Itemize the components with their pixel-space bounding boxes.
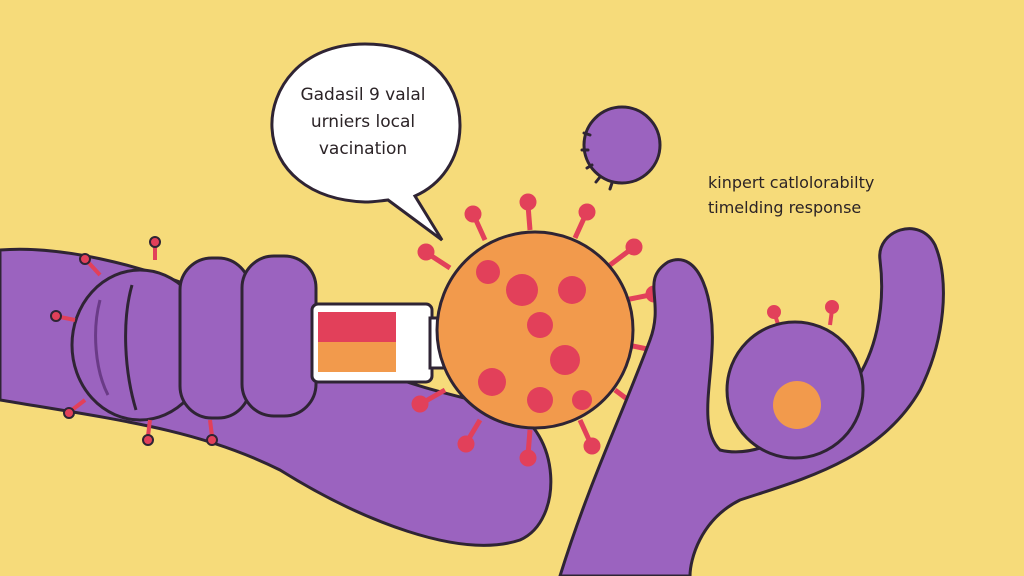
bubble-line-1: Gadasil 9 valal [300, 85, 426, 105]
speech-bubble-text: Gadasil 9 valal urniers local vacination [288, 82, 438, 163]
bubble-line-3: vacination [318, 139, 408, 159]
held-cell-icon [725, 300, 865, 460]
caption-line-1: kinpert catlolorabilty [708, 173, 875, 192]
floating-cell-icon [580, 105, 662, 191]
fist-spikes [50, 236, 218, 446]
virus-icon [411, 193, 665, 467]
caption-line-2: timelding response [708, 198, 862, 217]
side-caption: kinpert catlolorabilty timelding respons… [708, 170, 874, 220]
bubble-line-2: urniers local [310, 112, 416, 132]
left-fist [70, 254, 318, 422]
speech-bubble [270, 42, 462, 242]
